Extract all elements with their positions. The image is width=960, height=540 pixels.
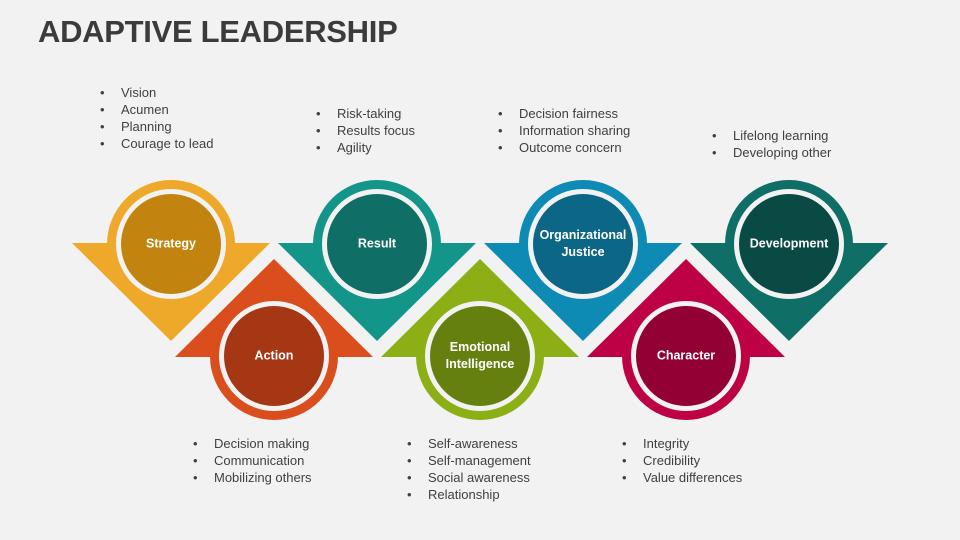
bullet-list: Lifelong learningDeveloping other: [712, 127, 831, 161]
list-item: Relationship: [407, 486, 531, 503]
list-item: Risk-taking: [316, 105, 415, 122]
step-label: Action: [224, 348, 324, 365]
list-item: Self-awareness: [407, 435, 531, 452]
step-label-line: Organizational: [539, 228, 627, 242]
step-0: [72, 180, 270, 341]
page-title: ADAPTIVE LEADERSHIP: [38, 14, 398, 49]
bullet-list: Risk-takingResults focusAgility: [316, 105, 415, 156]
step-3: [381, 259, 579, 420]
step-1: [175, 259, 373, 420]
list-item: Decision making: [193, 435, 312, 452]
list-item: Outcome concern: [498, 139, 630, 156]
inner-circle: [224, 306, 324, 406]
list-item: Acumen: [100, 101, 214, 118]
list-item: Integrity: [622, 435, 742, 452]
list-item: Courage to lead: [100, 135, 214, 152]
step-label-line: Development: [749, 236, 829, 251]
step-label: Development: [739, 236, 839, 253]
list-item: Decision fairness: [498, 105, 630, 122]
step-label: Character: [636, 348, 736, 365]
inner-circle: [430, 306, 530, 406]
step-5: [587, 259, 785, 420]
inner-circle: [327, 194, 427, 294]
step-label-line: Justice: [561, 245, 605, 259]
list-item: Communication: [193, 452, 312, 469]
list-item: Vision: [100, 84, 214, 101]
list-item: Information sharing: [498, 122, 630, 139]
step-label-line: Action: [254, 348, 294, 363]
inner-circle: [533, 194, 633, 294]
list-item: Results focus: [316, 122, 415, 139]
bullet-list: IntegrityCredibilityValue differences: [622, 435, 742, 486]
list-item: Agility: [316, 139, 415, 156]
step-label-line: Result: [357, 236, 397, 251]
bullet-list: VisionAcumenPlanningCourage to lead: [100, 84, 214, 152]
bullet-list: Decision makingCommunicationMobilizing o…: [193, 435, 312, 486]
bullet-list: Self-awarenessSelf-managementSocial awar…: [407, 435, 531, 503]
step-label-line: Emotional: [449, 340, 511, 354]
list-item: Mobilizing others: [193, 469, 312, 486]
list-item: Developing other: [712, 144, 831, 161]
list-item: Planning: [100, 118, 214, 135]
step-2: [278, 180, 476, 341]
step-4: [484, 180, 682, 341]
inner-circle: [636, 306, 736, 406]
list-item: Lifelong learning: [712, 127, 831, 144]
bullet-list: Decision fairnessInformation sharingOutc…: [498, 105, 630, 156]
step-label-line: Intelligence: [445, 357, 515, 371]
inner-circle: [739, 194, 839, 294]
list-item: Value differences: [622, 469, 742, 486]
step-label: Result: [327, 236, 427, 253]
step-6: [690, 180, 888, 341]
inner-circle: [121, 194, 221, 294]
list-item: Credibility: [622, 452, 742, 469]
step-label: Strategy: [121, 236, 221, 253]
step-label-line: Strategy: [145, 236, 197, 251]
step-label-line: Character: [656, 348, 716, 363]
list-item: Self-management: [407, 452, 531, 469]
list-item: Social awareness: [407, 469, 531, 486]
